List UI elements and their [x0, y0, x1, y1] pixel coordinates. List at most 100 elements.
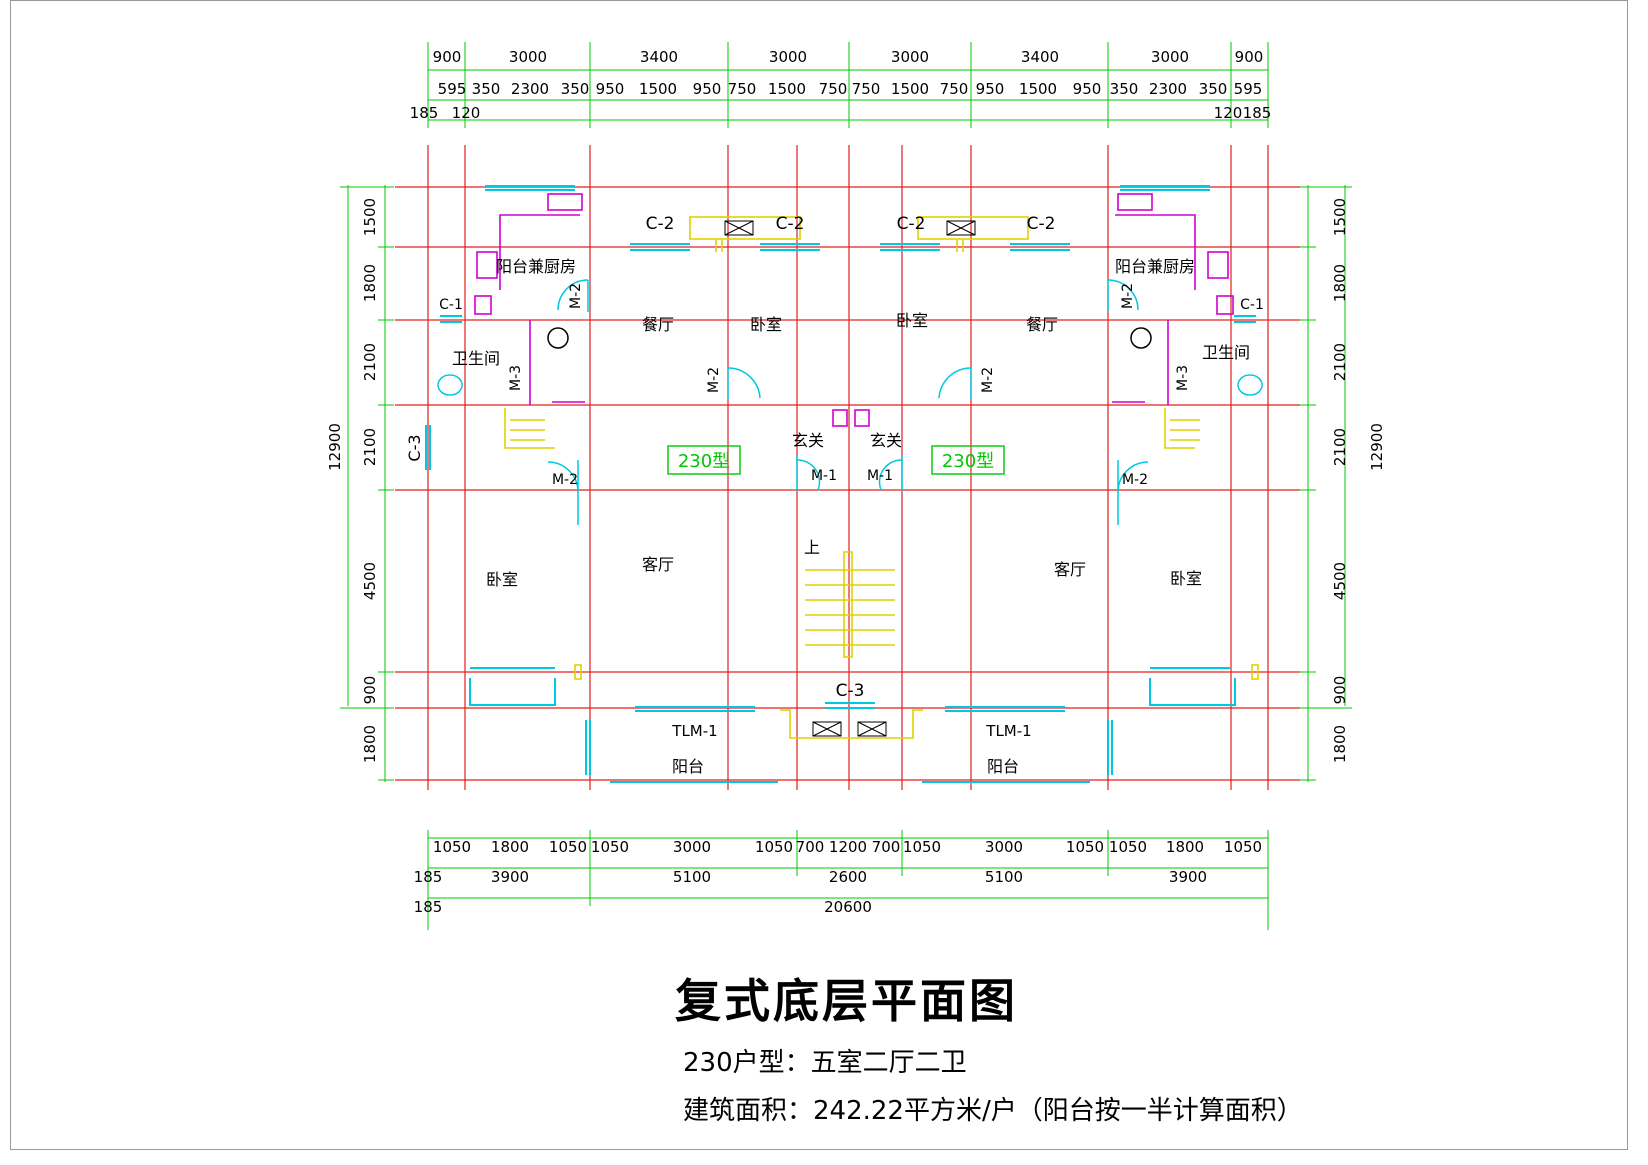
- dim-top1-1: 3000: [509, 48, 547, 66]
- dim-top2-10: 750: [852, 80, 881, 98]
- label-c2-2: C-2: [776, 214, 805, 234]
- dim-left-5: 900: [361, 676, 379, 705]
- label-m2-ul: M-2: [568, 283, 584, 309]
- dim-top1-6: 3000: [1151, 48, 1189, 66]
- dim-bot3-0: 185: [414, 898, 443, 916]
- dim-left-6: 1800: [361, 725, 379, 763]
- dim-right-6: 1800: [1331, 725, 1349, 763]
- dim-right-total: 12900: [1368, 423, 1386, 471]
- room-toilet-left: 卫生间: [452, 349, 500, 368]
- label-m2-lr: M-2: [1122, 472, 1148, 488]
- dim-bot1-6: 700: [796, 838, 825, 856]
- dim-bot1-14: 1050: [1224, 838, 1262, 856]
- dim-bot1-4: 3000: [673, 838, 711, 856]
- room-balcony-kitchen-right: 阳台兼厨房: [1115, 257, 1195, 276]
- label-c2-1: C-2: [646, 214, 675, 234]
- dim-top1-4: 3000: [891, 48, 929, 66]
- dim-bot1-5: 1050: [755, 838, 793, 856]
- dim-top3-1: 120: [452, 104, 481, 122]
- dim-bot1-1: 1800: [491, 838, 529, 856]
- dim-top2-17: 2300: [1149, 80, 1187, 98]
- label-m2-mr: M-2: [980, 367, 996, 393]
- room-toilet-right: 卫生间: [1202, 343, 1250, 362]
- dim-top2-15: 950: [1073, 80, 1102, 98]
- label-m1-left: M-1: [811, 468, 837, 484]
- dim-bot1-13: 1800: [1166, 838, 1204, 856]
- dim-bot1-0: 1050: [433, 838, 471, 856]
- dim-top2-0: 595: [438, 80, 467, 98]
- stairs: [504, 216, 1259, 739]
- room-bedroom-lower-right: 卧室: [1170, 569, 1202, 588]
- window-boxes: [724, 220, 976, 737]
- room-foyer-right: 玄关: [870, 431, 902, 450]
- dim-bot1-9: 1050: [903, 838, 941, 856]
- dim-bot2-4: 5100: [985, 868, 1023, 886]
- dim-bot2-5: 3900: [1169, 868, 1207, 886]
- label-m2-ml: M-2: [706, 367, 722, 393]
- dim-bot1-11: 1050: [1066, 838, 1104, 856]
- room-living-left: 客厅: [642, 555, 674, 574]
- label-c2-4: C-2: [1027, 214, 1056, 234]
- dim-bot3-1: 20600: [824, 898, 872, 916]
- dim-bot1-8: 700: [872, 838, 901, 856]
- dim-bot2-0: 185: [414, 868, 443, 886]
- dim-right-1: 1800: [1331, 264, 1349, 302]
- dim-left-1: 1800: [361, 264, 379, 302]
- room-dining-right: 餐厅: [1026, 315, 1058, 334]
- label-c3-center: C-3: [836, 681, 865, 701]
- dimension-lines: [340, 42, 1352, 930]
- room-dining-left: 餐厅: [642, 315, 674, 334]
- dim-top2-7: 750: [728, 80, 757, 98]
- dim-top1-2: 3400: [640, 48, 678, 66]
- dim-bot1-12: 1050: [1109, 838, 1147, 856]
- dim-right-3: 2100: [1331, 428, 1349, 466]
- dim-top2-1: 350: [472, 80, 501, 98]
- dim-bot2-2: 5100: [673, 868, 711, 886]
- dim-top3-2: 120: [1214, 104, 1243, 122]
- dim-top1-7: 900: [1235, 48, 1264, 66]
- dim-top1-5: 3400: [1021, 48, 1059, 66]
- type-tag-left: 230型: [678, 451, 730, 472]
- drawing-frame: [10, 0, 1628, 1150]
- room-living-right: 客厅: [1054, 560, 1086, 579]
- dim-bot1-2: 1050: [549, 838, 587, 856]
- type-tag-frame-left: [667, 445, 741, 475]
- dim-top3-3: 185: [1243, 104, 1272, 122]
- dim-left-0: 1500: [361, 198, 379, 236]
- door-swings: [437, 279, 1263, 525]
- dim-top2-18: 350: [1199, 80, 1228, 98]
- dim-top3-0: 185: [410, 104, 439, 122]
- dim-bot1-3: 1050: [591, 838, 629, 856]
- dim-top2-12: 750: [940, 80, 969, 98]
- room-balcony-left: 阳台: [672, 757, 704, 776]
- windows: [425, 185, 1256, 783]
- dim-right-0: 1500: [1331, 198, 1349, 236]
- dim-top2-14: 1500: [1019, 80, 1057, 98]
- label-m2-ur: M-2: [1120, 283, 1136, 309]
- dim-left-4: 4500: [361, 562, 379, 600]
- type-tag-right: 230型: [942, 451, 994, 472]
- dim-top1-0: 900: [433, 48, 462, 66]
- room-bedroom-upper-right: 卧室: [896, 311, 928, 330]
- room-balcony-right: 阳台: [987, 757, 1019, 776]
- dim-bot2-1: 3900: [491, 868, 529, 886]
- dim-right-4: 4500: [1331, 562, 1349, 600]
- label-tlm1-right: TLM-1: [985, 722, 1031, 740]
- label-c1-left: C-1: [439, 297, 463, 313]
- floor-plan: 900 3000 3400 3000 3000 3400 3000 900 59…: [326, 42, 1386, 930]
- dim-top2-5: 1500: [639, 80, 677, 98]
- dim-right-2: 2100: [1331, 343, 1349, 381]
- label-c1-right: C-1: [1240, 297, 1264, 313]
- label-m3-right: M-3: [1175, 365, 1191, 391]
- dim-top2-19: 595: [1234, 80, 1263, 98]
- unit-type-line: 230户型：五室二厅二卫: [683, 1048, 967, 1078]
- stair-up-label: 上: [804, 538, 820, 557]
- room-bedroom-upper-left: 卧室: [750, 315, 782, 334]
- drawing-title: 复式底层平面图: [675, 974, 1018, 1028]
- dim-bot2-3: 2600: [829, 868, 867, 886]
- dim-top2-8: 1500: [768, 80, 806, 98]
- dim-top2-2: 2300: [511, 80, 549, 98]
- dim-left-total: 12900: [326, 423, 344, 471]
- dim-top1-3: 3000: [769, 48, 807, 66]
- dim-bot1-7: 1200: [829, 838, 867, 856]
